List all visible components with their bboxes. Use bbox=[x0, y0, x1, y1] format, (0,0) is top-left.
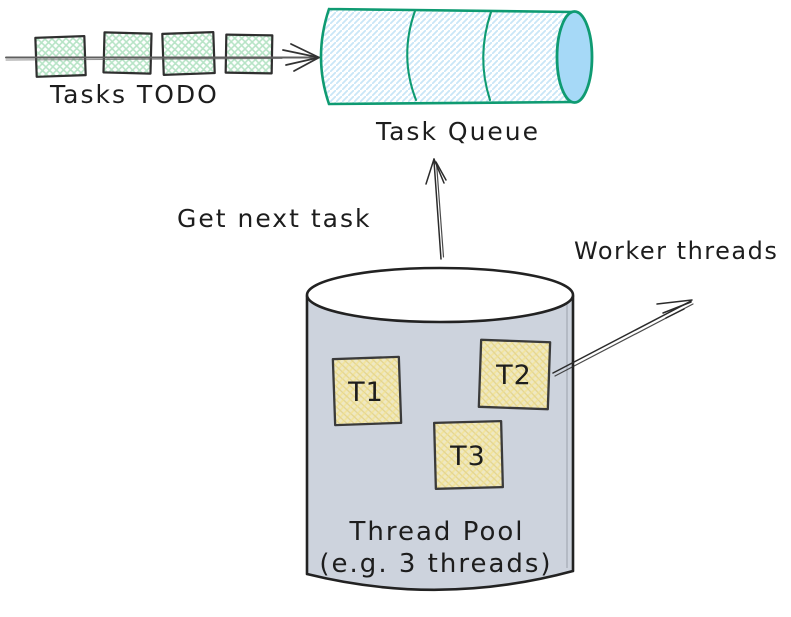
thread-pool-title: Thread Pool bbox=[349, 517, 525, 547]
queue-segment-divider bbox=[482, 10, 493, 102]
task-queue-label: Task Queue bbox=[375, 117, 540, 146]
thread-square-t3: T3 bbox=[432, 419, 505, 491]
thread-label-t3: T3 bbox=[449, 441, 486, 472]
worker-threads-label: Worker threads bbox=[574, 237, 778, 265]
get-next-task-label: Get next task bbox=[177, 204, 371, 233]
pool-top-opening bbox=[305, 266, 575, 324]
queue-segment-divider bbox=[406, 9, 418, 102]
thread-pool-subtitle: (e.g. 3 threads) bbox=[319, 549, 552, 579]
task-item bbox=[34, 35, 87, 78]
right-arrowhead-icon bbox=[656, 299, 693, 319]
queue-end-cap bbox=[555, 10, 594, 104]
worker-threads-arrow: Worker threads bbox=[552, 237, 778, 377]
task-item bbox=[161, 31, 216, 76]
up-arrowhead-icon bbox=[425, 158, 447, 185]
thread-label-t2: T2 bbox=[495, 360, 532, 391]
thread-pool-group: T1 T2 T3 Thread Pool (e.g. 3 threads) bbox=[305, 266, 575, 592]
pool-outline bbox=[305, 294, 575, 592]
task-item bbox=[224, 33, 274, 75]
tasks-todo-label: Tasks TODO bbox=[49, 80, 219, 109]
tasks-arrowhead-icon bbox=[282, 43, 320, 72]
thread-label-t1: T1 bbox=[347, 377, 384, 408]
get-next-task-arrow: Get next task bbox=[177, 158, 447, 260]
tasks-flow-line-sketch bbox=[5, 58, 283, 61]
queue-body bbox=[321, 9, 574, 104]
thread-square-t2: T2 bbox=[477, 338, 552, 411]
tasks-todo-group: Tasks TODO bbox=[5, 31, 320, 109]
queue-outline bbox=[319, 7, 576, 106]
thread-square-t1: T1 bbox=[331, 355, 403, 427]
task-queue-group: Task Queue bbox=[319, 7, 594, 146]
task-item bbox=[102, 31, 153, 75]
